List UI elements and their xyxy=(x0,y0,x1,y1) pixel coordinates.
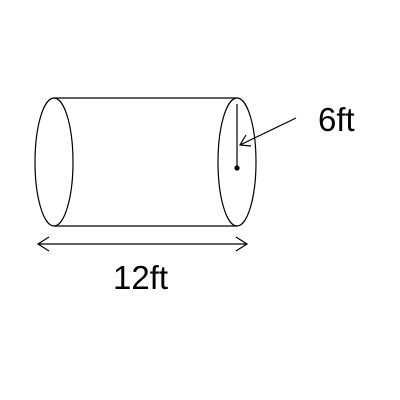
length-label: 12ft xyxy=(113,259,168,296)
center-dot xyxy=(234,165,240,171)
length-arrowhead-right xyxy=(235,236,249,252)
radius-pointer-arrowhead xyxy=(238,134,252,147)
radius-indicator xyxy=(234,104,297,171)
length-dimension xyxy=(36,236,249,252)
radius-pointer-arrow xyxy=(239,117,297,146)
radius-label: 6ft xyxy=(318,101,355,138)
left-end-ellipse xyxy=(34,97,74,227)
cylinder xyxy=(34,97,257,227)
length-arrowhead-left xyxy=(36,236,50,252)
